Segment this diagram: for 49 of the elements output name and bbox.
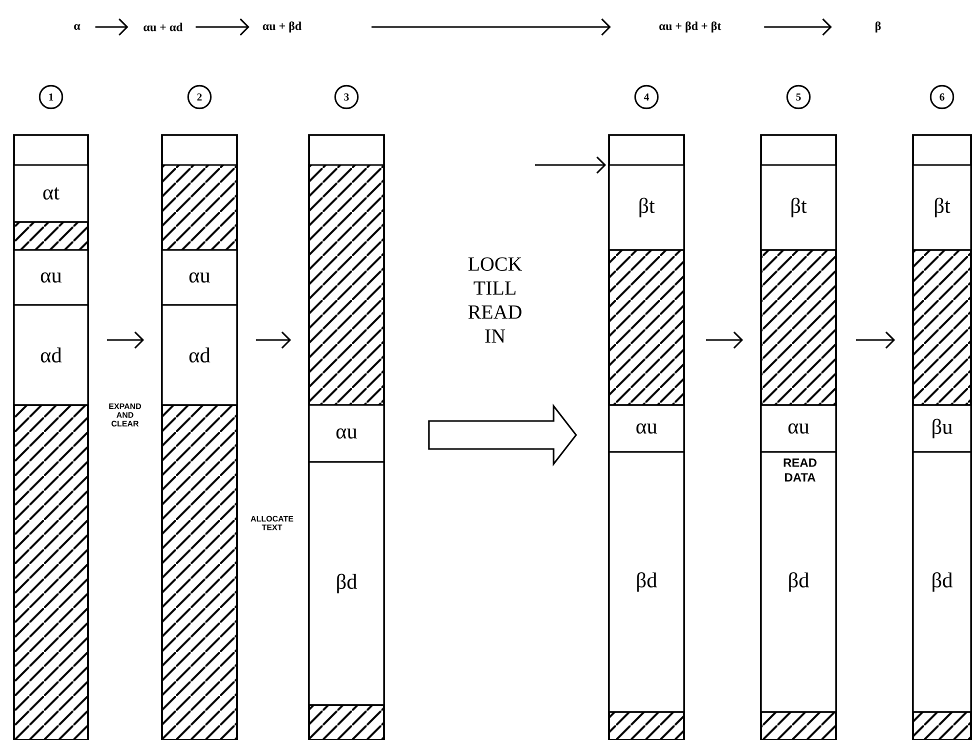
memory-segment: βt [912, 164, 972, 251]
hatched-segment [760, 711, 837, 740]
hatched-segment [13, 404, 89, 740]
hatched-segment [608, 711, 685, 740]
arrow [256, 331, 292, 349]
hatched-segment [760, 249, 837, 406]
hatched-segment [912, 249, 972, 406]
hatched-segment [912, 711, 972, 740]
step-label: READ DATA [784, 458, 816, 482]
arrow [856, 331, 896, 349]
hatched-segment [161, 404, 238, 740]
memory-segment: αu [13, 249, 89, 306]
hatched-segment [608, 249, 685, 406]
circled-number: 2 [187, 84, 212, 110]
arrow [106, 331, 144, 349]
circled-number: 4 [634, 84, 659, 110]
arrow [196, 18, 250, 36]
hatched-segment [308, 704, 385, 740]
hatched-segment [308, 164, 385, 406]
hatched-segment [161, 164, 238, 251]
arrow [535, 156, 606, 174]
arrow [706, 331, 744, 349]
memory-segment: αu [608, 404, 685, 453]
memory-segment: βt [760, 164, 837, 251]
memory-segment: αu [161, 249, 238, 306]
hatched-segment [13, 221, 89, 251]
memory-segment: αd [13, 304, 89, 406]
memory-segment: αt [13, 164, 89, 223]
state-label: β [876, 22, 881, 32]
block-arrow [428, 404, 578, 466]
memory-segment: βt [608, 164, 685, 251]
arrow [95, 18, 128, 36]
circled-number: 3 [334, 84, 359, 110]
step-label: EXPAND AND CLEAR [109, 404, 142, 426]
circled-number: 6 [930, 84, 954, 110]
state-label: αu + βd [262, 22, 302, 32]
memory-segment: βu [912, 404, 972, 453]
arrow [764, 18, 832, 36]
circled-number: 5 [786, 84, 811, 110]
memory-segment: αd [161, 304, 238, 406]
memory-segment: αu [308, 404, 385, 463]
state-label: αu + βd + βt [659, 22, 722, 32]
circled-number: 1 [38, 84, 64, 110]
arrow [372, 18, 611, 36]
state-label: αu + αd [144, 22, 183, 32]
edge-label: LOCK TILL READ IN [464, 256, 526, 344]
state-label: α [74, 24, 80, 30]
step-label: ALLOCATE TEXT [250, 516, 294, 530]
memory-segment: αu [760, 404, 837, 453]
